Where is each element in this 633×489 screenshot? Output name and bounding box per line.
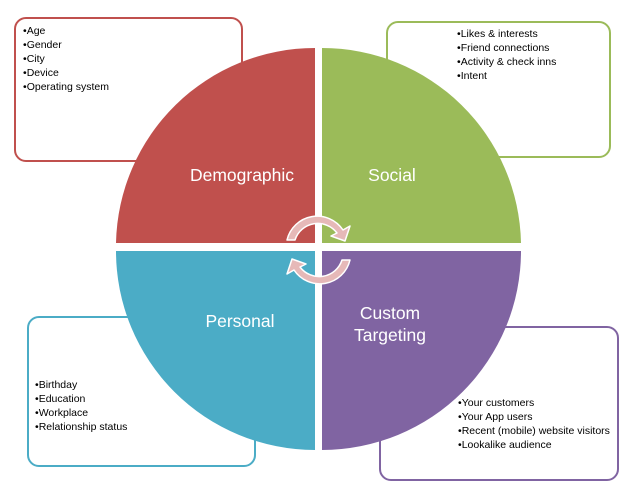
list-item: Activity & check inns [457,55,557,69]
custom-targeting-label: Custom Targeting [335,302,445,346]
list-item: Education [35,392,127,406]
list-item: Age [23,24,109,38]
custom-targeting-quadrant [322,251,521,450]
list-item: Birthday [35,378,127,392]
cycle-arrows-icon [286,215,351,285]
list-item: Lookalike audience [458,438,610,452]
list-item: Relationship status [35,420,128,434]
list-item: Device [23,66,109,80]
bottom-arrow [286,258,351,285]
list-item: Your customers [458,396,610,410]
list-item: Likes & interests [457,27,556,41]
list-item: Operating system [23,80,109,94]
demographic-label: Demographic [189,165,295,185]
list-item: Friend connections [457,41,556,55]
list-item: Your App users [458,410,610,424]
custom-label-line-2: Targeting [354,325,426,345]
personal-label: Personal [205,311,275,331]
list-item: Recent (mobile) website visitors [458,424,610,438]
list-item: Intent [457,69,556,83]
personal-quadrant [116,251,315,450]
custom-label-line-1: Custom [359,303,421,323]
social-label: Social [368,165,416,185]
personal-list: Birthday Education Workplace Relationshi… [35,378,128,434]
social-list: Likes & interests Friend connections Act… [457,27,557,83]
list-item: City [23,52,109,66]
demographic-quadrant [116,47,315,243]
custom-targeting-list: Your customers Your App users Recent (mo… [458,396,610,452]
top-arrow [286,215,351,242]
list-item: Gender [23,38,109,52]
demographic-list: Age Gender City Device Operating system [23,24,109,94]
list-item: Workplace [35,406,127,420]
social-quadrant [322,47,521,243]
